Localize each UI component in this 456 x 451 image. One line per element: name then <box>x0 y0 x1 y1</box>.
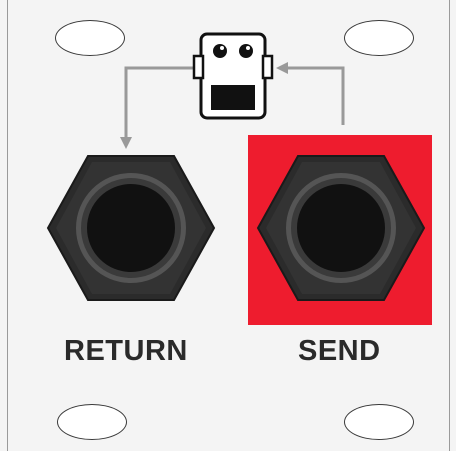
panel-right-edge <box>449 0 450 451</box>
mounting-hole-bottom-right <box>344 404 414 440</box>
panel-left-edge <box>7 0 8 451</box>
send-jack-socket-icon <box>256 155 426 301</box>
mounting-hole-bottom-left <box>57 404 127 440</box>
send-label: SEND <box>298 335 381 367</box>
send-jack[interactable] <box>256 154 426 302</box>
return-label: RETURN <box>64 335 188 367</box>
mounting-hole-top-right <box>344 20 414 56</box>
return-jack-socket-icon <box>46 155 216 301</box>
return-jack[interactable] <box>46 154 216 302</box>
mounting-hole-top-left <box>55 20 125 56</box>
